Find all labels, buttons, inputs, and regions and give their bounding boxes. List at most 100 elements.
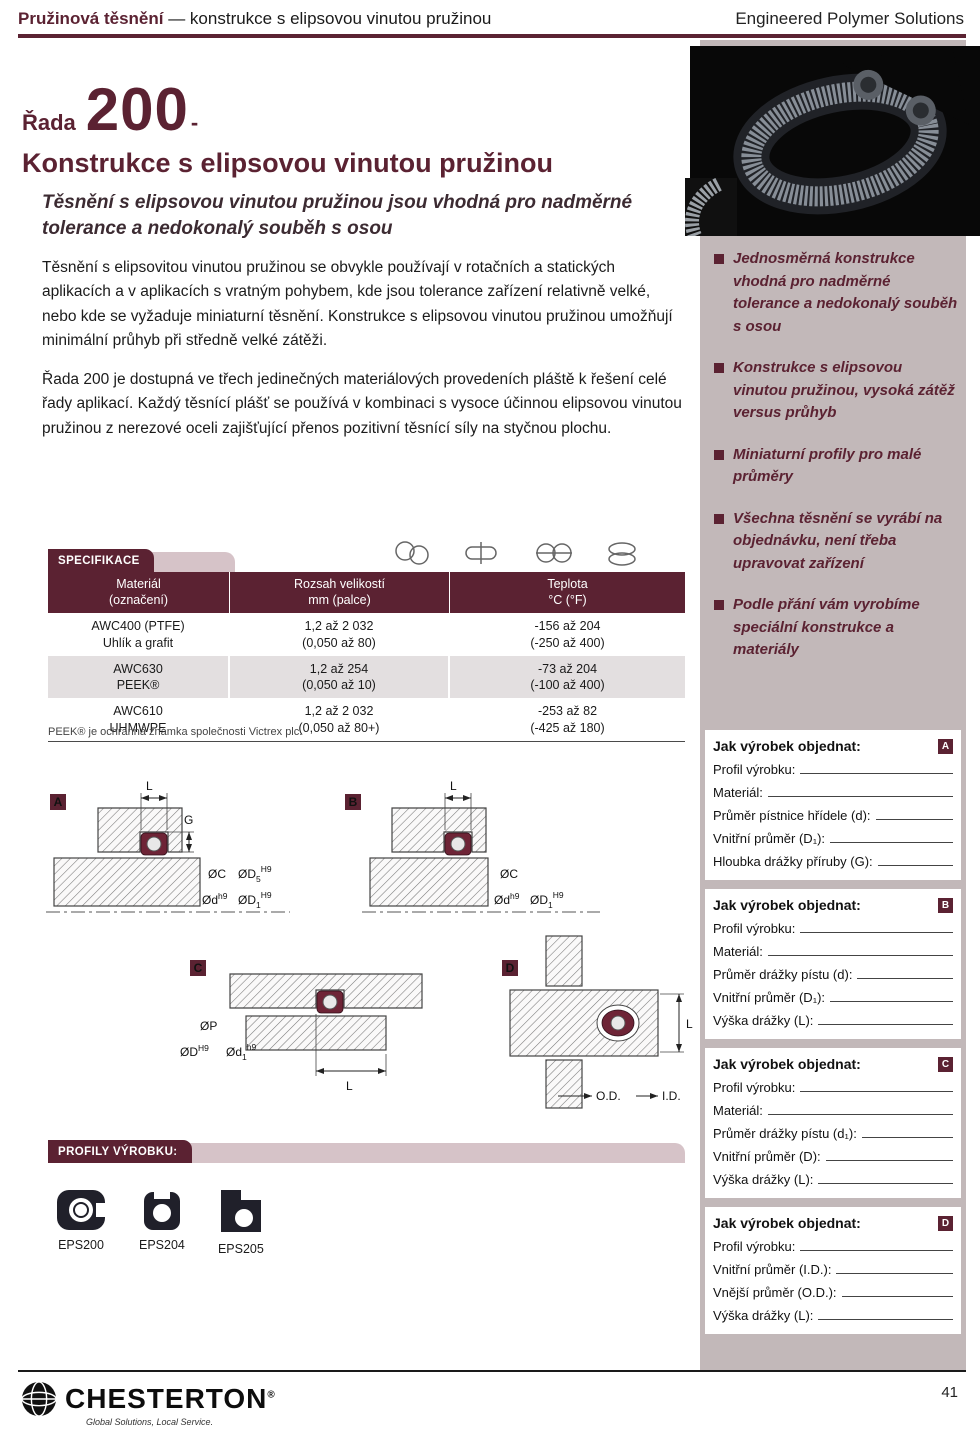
drawing-a: A L G ØC ØD5H9 Ødh9 ØD1H9	[46, 779, 290, 913]
spring-closeup-photo	[685, 177, 737, 239]
dim-label-odh9: ØDH9	[180, 1043, 209, 1059]
footer-rule	[18, 1370, 966, 1372]
profile-eps204: EPS204	[139, 1188, 185, 1256]
cell-temp: -253 až 82(-425 až 180)	[450, 698, 685, 741]
order-field: Výška drážky (L):	[713, 1171, 953, 1187]
drawing-c-badge-box	[190, 960, 206, 976]
profile-eps200: EPS200	[55, 1188, 107, 1256]
drawing-d-badge-box	[502, 960, 518, 976]
order-box-badge-a: A	[938, 738, 953, 754]
order-box-title: Jak výrobek objednat:	[713, 1215, 861, 1231]
fill-in-line	[830, 989, 953, 1002]
bullet-square-icon	[714, 254, 724, 264]
bore-block	[229, 973, 423, 1009]
order-field: Profil výrobku:	[713, 1238, 953, 1254]
order-field-label: Průměr drážky pístu (d):	[713, 967, 853, 982]
fill-in-line	[800, 761, 953, 774]
order-box-d: Jak výrobek objednat:D Profil výrobku: V…	[705, 1207, 961, 1334]
order-box-badge-b: B	[938, 897, 953, 913]
profile-eps205: EPS205	[217, 1188, 265, 1256]
application-icons	[395, 541, 636, 566]
order-box-title: Jak výrobek objednat:	[713, 738, 861, 754]
dim-label-od: Ødh9	[494, 891, 520, 907]
fill-in-line	[767, 943, 953, 956]
registered-mark: ®	[267, 1389, 276, 1401]
profile-label: EPS200	[58, 1238, 104, 1252]
page-header-title: Pružinová těsnění — konstrukce s elipsov…	[18, 9, 491, 29]
feature-bullet: Miniaturní profily pro malé průměry	[714, 444, 958, 489]
material-desc: PEEK®	[116, 678, 160, 692]
size-inch: (0,050 až 80)	[302, 635, 376, 650]
brand-name: CHESTERTON®	[65, 1383, 276, 1414]
order-box-a: Jak výrobek objednat: A Profil výrobku: M…	[705, 730, 961, 880]
gland-block	[97, 807, 183, 853]
size-mm: 1,2 až 2 032	[304, 619, 374, 634]
order-field-label: Materiál:	[713, 944, 763, 959]
bullet-text: Konstrukce s elipsovou vinutou pružinou,…	[733, 359, 955, 421]
order-field: Výška drážky (L):	[713, 1307, 953, 1323]
header-rule	[18, 34, 966, 38]
temp-c: -253 až 82	[537, 704, 598, 719]
dim-label-od1h9: Ød1h9	[226, 1042, 256, 1062]
order-box-badge-c: C	[938, 1056, 953, 1072]
fill-in-line	[818, 1171, 953, 1184]
order-field: Výška drážky (L):	[713, 1012, 953, 1028]
drawing-a-badge: A	[54, 795, 63, 809]
stud-top	[545, 935, 583, 987]
fill-in-line	[877, 853, 953, 866]
order-field-label: Materiál:	[713, 785, 763, 800]
col-header-material-l2: (označení)	[108, 592, 169, 607]
fill-in-line	[767, 784, 953, 797]
size-inch: (0,050 až 10)	[302, 678, 376, 692]
order-box-b: Jak výrobek objednat:B Profil výrobku: M…	[705, 889, 961, 1039]
series-number: 200	[85, 76, 189, 143]
brand-tagline: Global Solutions, Local Service.	[86, 1417, 214, 1427]
fill-in-line	[830, 830, 953, 843]
order-field-label: Profil výrobku:	[713, 762, 796, 777]
temp-c: -156 až 204	[534, 619, 601, 634]
temp-f: (-425 až 180)	[530, 720, 605, 735]
peek-trademark-footnote: PEEK® je ochranná známka společnosti Vic…	[48, 726, 303, 738]
spring-cross-section	[610, 1015, 626, 1031]
fill-in-line	[800, 1079, 953, 1092]
drawing-c: C ØP ØDH9 Ød1h9 L	[180, 960, 423, 1093]
order-field-label: Vnitřní průměr (D₁):	[713, 990, 826, 1005]
drawing-b-badge-box	[345, 794, 361, 810]
spec-tab-label: SPECIFIKACE	[48, 549, 154, 572]
temp-c: -73 až 204	[537, 661, 598, 676]
bullet-text: Miniaturní profily pro malé průměry	[733, 445, 922, 486]
col-header-size-l2: mm (palce)	[308, 592, 371, 607]
fill-in-line	[800, 1238, 953, 1251]
bullet-text: Podle přání vám vyrobíme speciální konst…	[733, 596, 920, 658]
fill-in-line	[857, 966, 953, 979]
order-field-label: Materiál:	[713, 1103, 763, 1118]
col-header-temperature: Teplota °C (°F)	[450, 572, 685, 613]
cell-temp: -73 až 204(-100 až 400)	[450, 656, 685, 699]
bullet-text: Jednosměrná konstrukce vhodná pro nadměr…	[733, 250, 958, 335]
page-subtitle: Těsnění s elipsovou vinutou pružinou jso…	[42, 192, 633, 239]
order-field-label: Průměr drážky pístu (d₁):	[713, 1126, 857, 1141]
table-row: AWC400 (PTFE)Uhlík a grafit 1,2 až 2 032…	[48, 613, 685, 656]
bullet-square-icon	[714, 449, 724, 460]
header-brand-line: Engineered Polymer Solutions	[735, 9, 964, 28]
drawing-a-badge-box	[50, 794, 66, 810]
intro-paragraph-2: Řada 200 je dostupná ve třech jedinečnýc…	[42, 371, 682, 437]
order-field-label: Hloubka drážky příruby (G):	[713, 854, 873, 869]
col-header-temp-l2: °C (°F)	[548, 592, 587, 607]
fill-in-line	[836, 1261, 953, 1274]
col-header-material-l1: Materiál	[116, 577, 161, 591]
fill-in-line	[767, 1102, 953, 1115]
bullet-text: Všechna těsnění se vyrábí na objednávku,…	[733, 509, 943, 572]
cell-size: 1,2 až 2 032(0,050 až 80+)	[230, 698, 450, 741]
order-field-label: Výška drážky (L):	[713, 1013, 814, 1028]
fill-in-line	[861, 1125, 953, 1138]
order-field-label: Profil výrobku:	[713, 1080, 796, 1095]
order-field: Profil výrobku:	[713, 1079, 953, 1095]
profile-label: EPS205	[217, 1242, 264, 1256]
col-header-size-l1: Rozsah velikostí	[293, 577, 385, 591]
profiles-tab-label: PROFILY VÝROBKU:	[48, 1140, 192, 1163]
product-profiles: EPS200 EPS204 EPS205	[55, 1188, 265, 1256]
series-dash: -	[190, 110, 199, 135]
dim-label-l: L	[450, 779, 457, 793]
